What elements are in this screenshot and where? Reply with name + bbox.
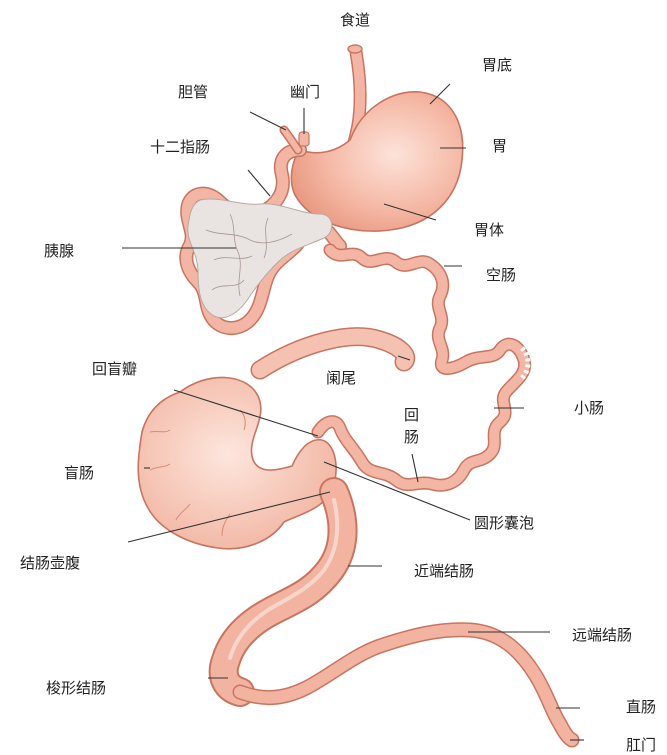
- label-pylorus: 幽门: [290, 83, 320, 101]
- label-stomach-body: 胃体: [474, 221, 504, 239]
- label-anus: 肛门: [626, 736, 656, 754]
- label-jejunum: 空肠: [486, 266, 516, 284]
- label-proximal-colon: 近端结肠: [414, 562, 474, 580]
- label-ileum-char1: 回: [404, 406, 419, 424]
- label-ileocecal-valve: 回盲瓣: [92, 360, 137, 378]
- label-pancreas: 胰腺: [44, 242, 74, 260]
- label-bile-duct: 胆管: [178, 83, 208, 101]
- label-rectum: 直肠: [626, 698, 656, 716]
- label-appendix: 阑尾: [326, 369, 356, 387]
- label-fundus: 胃底: [482, 56, 512, 74]
- label-ileum: 回 肠: [404, 406, 424, 446]
- label-duodenum: 十二指肠: [150, 138, 210, 156]
- label-ileum-char2: 肠: [404, 428, 419, 446]
- label-small-intestine: 小肠: [574, 399, 604, 417]
- distal-colon: [240, 630, 572, 740]
- label-fusiform-colon: 梭形结肠: [46, 679, 106, 697]
- label-stomach: 胃: [492, 137, 507, 155]
- label-distal-colon: 远端结肠: [572, 626, 632, 644]
- label-colon-ampulla: 结肠壶腹: [20, 554, 80, 572]
- cecum: [138, 377, 336, 548]
- label-round-sac: 圆形囊泡: [474, 514, 534, 532]
- stomach: [291, 92, 462, 231]
- small-intestine: [318, 250, 528, 485]
- label-cecum: 盲肠: [64, 464, 94, 482]
- label-esophagus: 食道: [340, 11, 370, 29]
- appendix: [260, 337, 406, 370]
